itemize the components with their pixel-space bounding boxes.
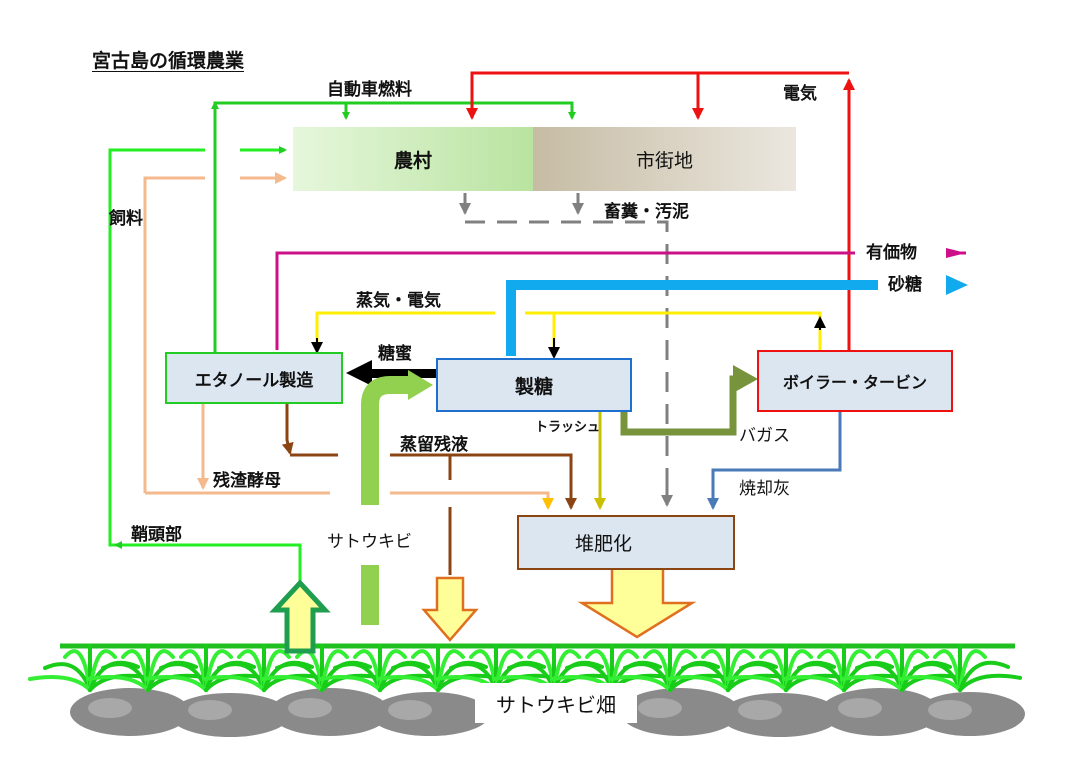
tops-up-arrow — [269, 579, 331, 654]
flow-sugar — [506, 280, 878, 356]
grass-blade — [376, 675, 440, 692]
grass-blade — [782, 675, 846, 692]
grass-blade — [666, 675, 730, 692]
node-ethanol: エタノール製造 — [165, 352, 343, 404]
flow-feed-green — [108, 146, 302, 585]
label-sugar: 砂糖 — [888, 275, 922, 295]
node-rural: 農村 — [393, 149, 432, 172]
grass-blade — [608, 675, 672, 692]
flow-distillation-residue — [281, 403, 577, 575]
node-sugar-mill: 製糖 — [436, 358, 632, 412]
label-sugarcane: サトウキビ — [327, 532, 412, 552]
grass-blade — [958, 660, 1010, 692]
valuables-arrow-icon — [946, 248, 966, 258]
flow-bagasse — [620, 375, 740, 436]
grass-blade — [146, 649, 175, 692]
residue-down-arrow — [421, 576, 479, 642]
grass-blade — [958, 673, 1022, 692]
flow-feed-peach — [143, 172, 554, 510]
grass-blade — [436, 649, 465, 692]
grass-blade — [668, 649, 697, 692]
grass-blade — [726, 649, 755, 692]
label-residue-yeast: 残渣酵母 — [213, 471, 281, 491]
grass-blade — [958, 649, 987, 692]
node-compost: 堆肥化 — [517, 515, 735, 570]
flow-sugarcane — [361, 376, 410, 625]
grass-blade — [144, 675, 208, 692]
flow-auto-fuel — [211, 101, 576, 352]
grass-blade — [724, 675, 788, 692]
rural-box — [293, 127, 533, 191]
grass-blade — [86, 675, 150, 692]
node-boiler-turbine: ボイラー・タービン — [757, 350, 953, 412]
flow-molasses — [346, 360, 438, 386]
bagasse-arrow-head — [733, 365, 758, 393]
grass-blade — [784, 649, 813, 692]
diagram-title: 宮古島の循環農業 — [92, 50, 245, 72]
grass-blade — [88, 649, 117, 692]
grass-blade — [204, 649, 233, 692]
grass-blade — [202, 675, 266, 692]
label-steam-electricity: 蒸気・電気 — [356, 291, 441, 311]
grass-blade — [260, 675, 324, 692]
label-bagasse: バガス — [739, 426, 790, 446]
label-manure-sludge: 畜糞・汚泥 — [604, 202, 689, 222]
label-electricity: 電気 — [783, 84, 817, 104]
label-incineration-ash: 焼却灰 — [739, 479, 790, 499]
grass-blade — [842, 649, 871, 692]
grass-blade — [378, 649, 407, 692]
label-cane-tops: 鞘頭部 — [131, 525, 182, 545]
grass-blade — [262, 649, 291, 692]
grass-blade — [318, 675, 382, 692]
node-urban: 市街地 — [635, 149, 693, 172]
label-molasses: 糖蜜 — [378, 344, 412, 364]
label-auto-fuel: 自動車燃料 — [327, 80, 412, 100]
node-sugarcane-field: サトウキビ畑 — [475, 683, 637, 723]
label-valuables: 有価物 — [866, 243, 917, 263]
flow-ash — [707, 412, 842, 510]
sugarcane-arrow-head — [408, 370, 433, 400]
grass-blade — [320, 649, 349, 692]
label-feed: 飼料 — [109, 209, 143, 229]
label-distillation-residue: 蒸留残液 — [400, 435, 468, 455]
label-trash: トラッシュ — [535, 420, 601, 435]
flow-manure — [459, 193, 673, 507]
grass-blade — [610, 649, 639, 692]
grass-blade — [494, 649, 523, 692]
grass-blade — [900, 649, 929, 692]
flow-electricity — [466, 71, 855, 350]
compost-down-arrow — [577, 566, 697, 639]
grass-blade — [898, 675, 962, 692]
grass-blade — [840, 675, 904, 692]
urban-box — [533, 127, 796, 191]
grass-blade — [28, 675, 92, 692]
grass-blade — [552, 649, 581, 692]
sugar-arrow-icon — [946, 275, 968, 295]
